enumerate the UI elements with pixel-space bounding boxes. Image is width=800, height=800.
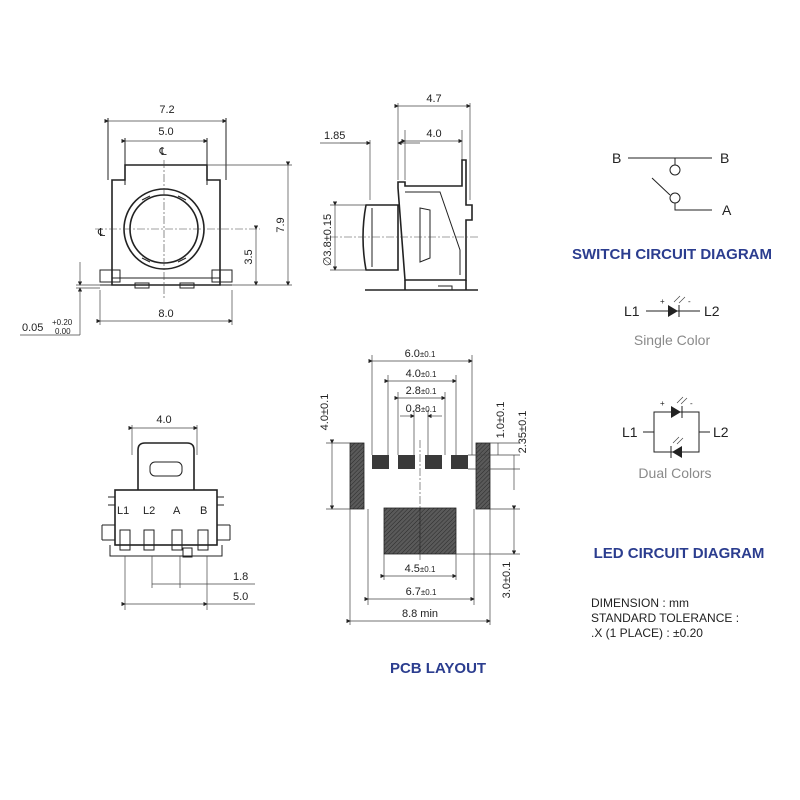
dim-actuator-4-0: 4.0 <box>156 414 171 426</box>
dim-7-9: 7.9 <box>275 217 287 232</box>
led-circuit-title: LED CIRCUIT DIAGRAM <box>594 545 765 562</box>
dim-0-05-tol-minus: 0.00 <box>55 327 71 336</box>
pcb-layout-title: PCB LAYOUT <box>390 660 486 677</box>
led-dual-plus: + <box>660 399 665 408</box>
led-single-diode-icon <box>668 305 678 317</box>
dim-0-05-tol-plus: +0.20 <box>52 318 73 327</box>
pin-label-b: B <box>200 505 207 517</box>
bottom-view: 4.0 L1 L2 A B 1.8 5.0 <box>101 414 255 610</box>
pcb-mount-pad-right <box>475 442 491 510</box>
led-circuit-dual: L1 + - L2 Dual Colors <box>622 396 729 481</box>
pcb-mount-pad-left <box>349 442 365 510</box>
dim-5-0: 5.0 <box>233 591 248 603</box>
led-dual-l2: L2 <box>713 424 729 440</box>
led-dual-caption: Dual Colors <box>638 465 711 481</box>
note-dimension: DIMENSION : mm <box>591 596 689 610</box>
dim-4-7: 4.7 <box>426 93 441 105</box>
pcb-pad-1 <box>372 455 389 469</box>
top-view: 7.2 5.0 ℄ ℄ 7.9 3.5 8.0 <box>20 104 292 336</box>
side-view: 4.7 4.0 1.85 ∅3.8±0.15 <box>320 93 480 291</box>
pcb-layout: 6.0±0.1 4.0±0.1 2.8±0.1 0.8±0.1 4.0±0.1 … <box>319 348 529 677</box>
pcb-pad-2 <box>398 455 415 469</box>
pcb-dim-h-left: 4.0±0.1 <box>319 394 331 431</box>
led-dual-minus: - <box>690 399 693 408</box>
pin-label-l2: L2 <box>143 505 155 517</box>
led-dual-diode-top-icon <box>671 406 681 418</box>
actuator-slot <box>149 461 183 477</box>
led-single-l1: L1 <box>624 303 640 319</box>
led-single-l2: L2 <box>704 303 720 319</box>
pcb-dim-3-0: 3.0±0.1 <box>501 562 513 599</box>
led-circuit-single: L1 + - L2 Single Color <box>624 295 720 348</box>
actuator-outline <box>137 442 195 490</box>
switch-circuit-title: SWITCH CIRCUIT DIAGRAM <box>572 246 772 263</box>
centerline-symbol: ℄ <box>158 146 166 158</box>
dim-7-2: 7.2 <box>159 104 174 116</box>
pin-label-a: A <box>173 505 181 517</box>
pcb-dim-0-8: 0.8±0.1 <box>406 403 437 415</box>
dim-1-8: 1.8 <box>233 571 248 583</box>
led-single-plus: + <box>660 297 665 306</box>
pcb-pad-4 <box>451 455 468 469</box>
pcb-dim-2-8: 2.8±0.1 <box>406 385 437 397</box>
dim-5-0: 5.0 <box>158 126 173 138</box>
top-view-ext-lines <box>107 118 227 180</box>
led-dual-l1: L1 <box>622 424 638 440</box>
pcb-dim-4-0: 4.0±0.1 <box>406 368 437 380</box>
dim-3-5: 3.5 <box>243 249 255 264</box>
led-dual-diode-bottom-icon <box>672 446 682 458</box>
pcb-dim-6-0: 6.0±0.1 <box>405 348 436 360</box>
dim-diameter: ∅3.8±0.15 <box>322 214 334 266</box>
switch-terminal-a: A <box>722 202 732 218</box>
pin-label-l1: L1 <box>117 505 129 517</box>
pcb-dim-1-0: 1.0±0.1 <box>495 402 507 439</box>
switch-contact-bottom <box>669 192 681 204</box>
led-single-caption: Single Color <box>634 332 711 348</box>
dim-8-0: 8.0 <box>158 308 173 320</box>
dim-1-85: 1.85 <box>324 130 345 142</box>
switch-terminal-b-right: B <box>720 150 729 166</box>
knob-outer <box>123 188 205 270</box>
pcb-dim-2-35: 2.35±0.1 <box>517 411 529 454</box>
led-single-minus: - <box>688 297 691 306</box>
note-place: .X (1 PLACE) : ±0.20 <box>591 626 703 640</box>
dim-4-0: 4.0 <box>426 128 441 140</box>
pcb-dim-6-7: 6.7±0.1 <box>406 586 437 598</box>
side-body-outline <box>397 159 473 281</box>
centerline-symbol-left: ℄ <box>97 227 105 239</box>
pcb-pad-3 <box>425 455 442 469</box>
switch-terminal-b-left: B <box>612 150 621 166</box>
pcb-dim-4-5: 4.5±0.1 <box>405 563 436 575</box>
shaft-outline <box>362 204 399 271</box>
pcb-dim-8-8: 8.8 min <box>402 608 438 620</box>
dim-0-05: 0.05 <box>22 322 43 334</box>
switch-contact-top <box>669 164 681 176</box>
note-tolerance: STANDARD TOLERANCE : <box>591 611 739 625</box>
pcb-center-pad-left <box>383 507 421 555</box>
pcb-center-pad-right <box>419 507 457 555</box>
switch-circuit: B B A SWITCH CIRCUIT DIAGRAM <box>572 150 772 263</box>
